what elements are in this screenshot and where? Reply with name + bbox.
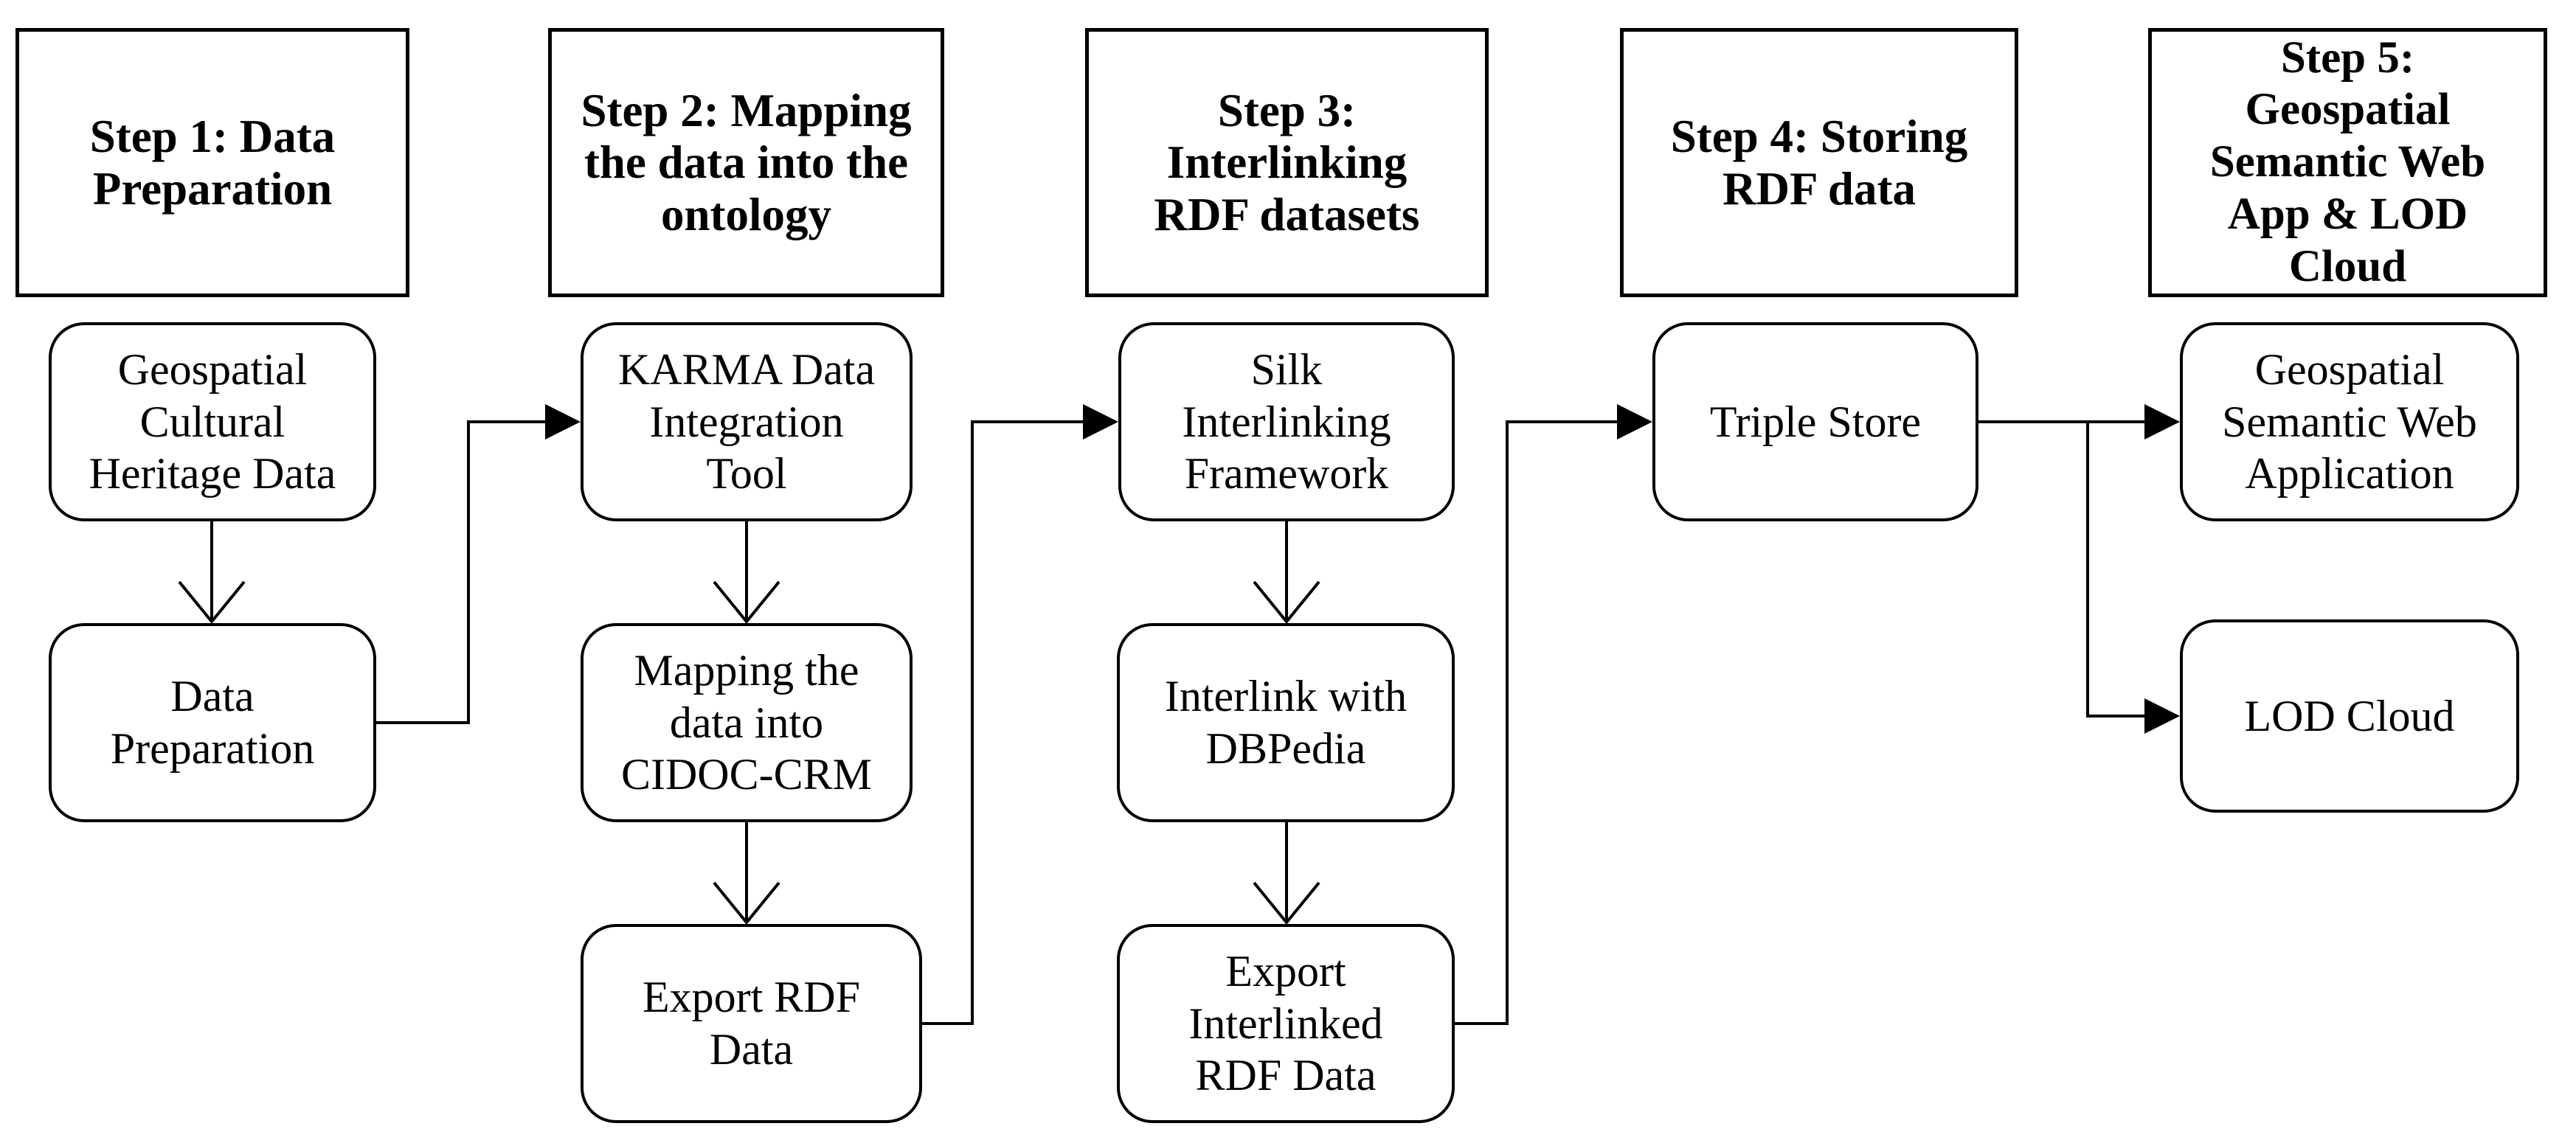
arrow-down-chevron-icon — [713, 881, 780, 925]
arrow-right-triangle-icon — [2144, 698, 2180, 734]
connector-data-preparation-to-karma — [376, 420, 546, 724]
step-3-header: Step 3: Interlinking RDF datasets — [1085, 28, 1489, 297]
arrow-down-chevron-icon — [178, 580, 246, 625]
arrow-down-chevron-icon — [713, 580, 780, 625]
arrow-right-triangle-icon — [2144, 404, 2180, 440]
node-karma-data-integration-tool: KARMA Data Integration Tool — [581, 322, 913, 521]
node-export-rdf-data: Export RDF Data — [581, 924, 922, 1123]
node-silk-interlinking-framework: Silk Interlinking Framework — [1118, 322, 1455, 521]
node-data-preparation: Data Preparation — [49, 623, 376, 822]
step-1-header: Step 1: Data Preparation — [15, 28, 409, 297]
step-5-header: Step 5: Geospatial Semantic Web App & LO… — [2148, 28, 2547, 297]
arrow-right-triangle-icon — [1083, 404, 1118, 440]
step-4-header: Step 4: Storing RDF data — [1620, 28, 2018, 297]
arrow-right-triangle-icon — [1617, 404, 1652, 440]
node-interlink-with-dbpedia: Interlink with DBPedia — [1117, 623, 1455, 822]
step-2-header: Step 2: Mapping the data into the ontolo… — [548, 28, 944, 297]
connector-export-rdf-to-silk — [922, 420, 1084, 1025]
connector-triple-store-to-lod-cloud — [2086, 422, 2145, 718]
node-geospatial-semantic-web-application: Geospatial Semantic Web Application — [2180, 322, 2519, 521]
arrow-right-triangle-icon — [545, 404, 581, 440]
node-geospatial-cultural-heritage-data: Geospatial Cultural Heritage Data — [49, 322, 376, 521]
connector-export-interlinked-to-triple-store — [1455, 420, 1618, 1025]
arrow-down-chevron-icon — [1253, 580, 1320, 625]
node-mapping-the-data-into-cidoc-crm: Mapping the data into CIDOC-CRM — [581, 623, 913, 822]
node-lod-cloud: LOD Cloud — [2180, 619, 2519, 813]
node-triple-store: Triple Store — [1652, 322, 1978, 521]
arrow-down-chevron-icon — [1253, 881, 1320, 925]
node-export-interlinked-rdf-data: Export Interlinked RDF Data — [1117, 924, 1455, 1123]
